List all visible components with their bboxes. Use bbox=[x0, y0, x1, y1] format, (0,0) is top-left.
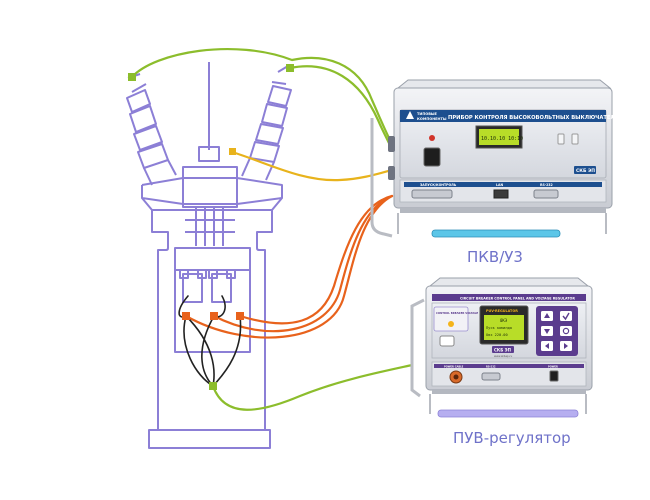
pkv-handle bbox=[370, 118, 393, 238]
black-lead-4 bbox=[201, 315, 215, 387]
pkv-port-label-2: RS-232 bbox=[540, 183, 553, 187]
yellow-terminal bbox=[229, 148, 236, 155]
orange-wire-1 bbox=[238, 194, 394, 325]
puv-start-button[interactable] bbox=[439, 335, 455, 347]
puv-stand bbox=[437, 409, 579, 418]
pkv-device: ТИПОВЫЕ КОМПОНЕНТЫ ПРИБОР КОНТРОЛЯ ВЫСОК… bbox=[370, 79, 647, 238]
pkv-power-switch[interactable] bbox=[423, 147, 441, 167]
orange-wire-3 bbox=[184, 194, 394, 339]
puv-handle bbox=[410, 298, 425, 398]
orange-terminal-3 bbox=[236, 312, 244, 320]
puv-side-label: CONTROL BREAKER VOLTAGE bbox=[436, 311, 478, 315]
green-terminal-left bbox=[128, 73, 136, 81]
pkv-brand-line2: КОМПОНЕНТЫ bbox=[417, 117, 447, 121]
puv-display-title: PUV-REGULATOR bbox=[486, 309, 518, 313]
puv-logo-badge bbox=[492, 346, 514, 353]
puv-device: CIRCUIT BREAKER CONTROL PANEL AND VOLTAG… bbox=[410, 277, 593, 418]
puv-power-switch[interactable] bbox=[549, 370, 559, 382]
green-wire-top-left bbox=[130, 47, 392, 142]
green-wire-bottom bbox=[211, 363, 414, 411]
puv-jack-label-2: POWER bbox=[548, 365, 558, 368]
puv-display-line-0: 0КЭ bbox=[500, 318, 508, 323]
pkv-brand-line1: ТИПОВЫЕ bbox=[417, 112, 438, 116]
terminal-points bbox=[128, 64, 294, 390]
pkv-rs232-port[interactable] bbox=[533, 189, 559, 199]
right-bushing bbox=[241, 65, 292, 181]
puv-jack-label-1: RS-232 bbox=[486, 365, 496, 368]
pkv-port-label-1: LAN bbox=[496, 183, 503, 187]
pkv-display bbox=[479, 129, 519, 145]
pkv-brand-icon bbox=[406, 111, 414, 119]
puv-logo: СКБ ЭП bbox=[494, 348, 511, 353]
pkv-logo-badge bbox=[574, 166, 596, 174]
black-lead-5 bbox=[212, 315, 242, 387]
puv-title: CIRCUIT BREAKER CONTROL PANEL AND VOLTAG… bbox=[460, 297, 575, 301]
yellow-wire bbox=[230, 150, 394, 182]
green-wire-top-right bbox=[288, 65, 394, 152]
puv-key-refresh[interactable] bbox=[560, 326, 572, 336]
black-lead-3 bbox=[183, 315, 214, 387]
pkv-port-label-0: ЗАПУСК/КОНТРОЛЬ bbox=[420, 183, 457, 187]
orange-terminal-2 bbox=[210, 312, 218, 320]
puv-display-line-1: Пуск команда bbox=[486, 326, 512, 330]
pkv-stand bbox=[431, 229, 561, 238]
puv-rs232-port[interactable] bbox=[481, 372, 501, 381]
puv-url: www.skbep.ru bbox=[494, 354, 513, 358]
left-bushing bbox=[126, 73, 177, 186]
orange-wire-2 bbox=[212, 194, 394, 333]
black-lead-6 bbox=[185, 315, 215, 387]
puv-display-line-2: Uвх 220.00 bbox=[486, 333, 508, 337]
breaker-outline bbox=[126, 62, 292, 449]
pkv-display-text: 10.10.10 10:10 bbox=[481, 136, 523, 142]
puv-side-label-box bbox=[433, 306, 469, 332]
pkv-logo: СКБ ЭП bbox=[576, 168, 595, 174]
green-terminal-right bbox=[286, 64, 294, 72]
puv-jack-label-0: POWER CABLE bbox=[444, 365, 464, 368]
pkv-indicator-right bbox=[571, 133, 579, 145]
puv-display bbox=[484, 315, 524, 340]
pkv-indicator-left bbox=[557, 133, 565, 145]
green-terminal-bottom bbox=[209, 382, 217, 390]
pkv-title: ПРИБОР КОНТРОЛЯ ВЫСОКОВОЛЬТНЫХ ВЫКЛЮЧАТЕ… bbox=[448, 113, 647, 121]
pkv-control-port[interactable] bbox=[411, 189, 453, 199]
pkv-caption: ПКВ/У3 bbox=[467, 248, 523, 266]
pkv-indicator-led bbox=[429, 135, 435, 141]
pkv-lan-port[interactable] bbox=[493, 189, 509, 199]
wires bbox=[130, 47, 414, 411]
orange-terminal-1 bbox=[182, 312, 190, 320]
puv-caption: ПУВ-регулятор bbox=[453, 429, 571, 447]
